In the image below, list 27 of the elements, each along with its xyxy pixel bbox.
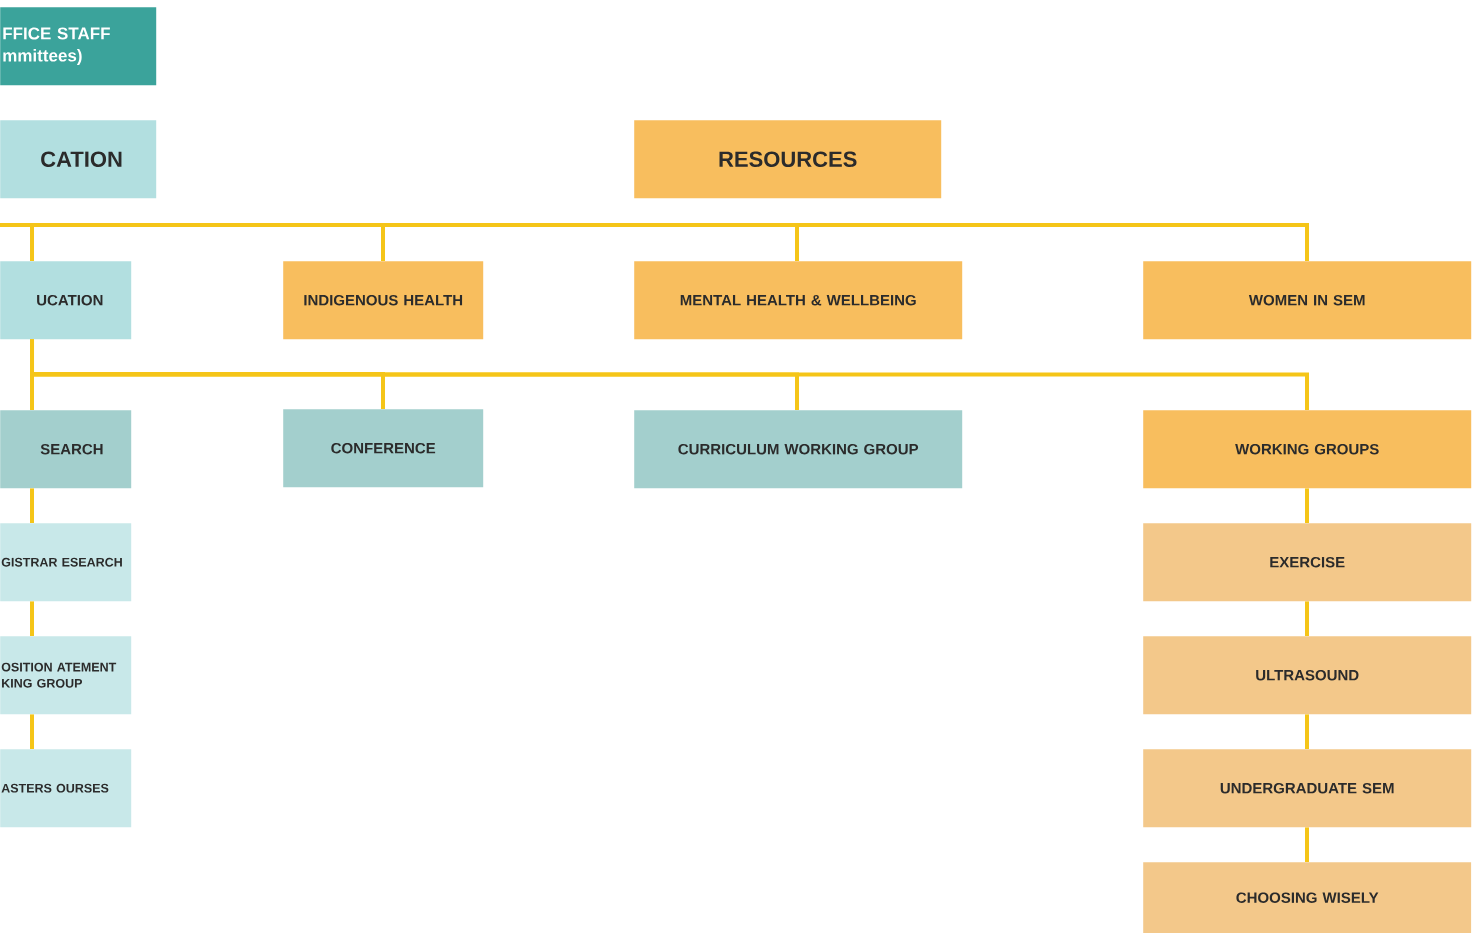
connector-line <box>1305 714 1309 749</box>
connector-line <box>1305 601 1309 636</box>
org-box: WOMEN IN SEM <box>1143 261 1472 340</box>
org-box: FFICE STAFF mmittees) <box>0 7 157 86</box>
org-box: WORKING GROUPS <box>1143 410 1472 489</box>
org-box: GISTRAR ESEARCH <box>0 523 132 602</box>
org-box: INDIGENOUS HEALTH <box>283 261 484 340</box>
org-box: UCATION <box>0 261 132 340</box>
connector-line <box>30 714 34 749</box>
org-box: CHOOSING WISELY <box>1143 862 1472 933</box>
org-box: ULTRASOUND <box>1143 636 1472 715</box>
org-box: CURRICULUM WORKING GROUP <box>634 410 963 489</box>
org-box: EXERCISE <box>1143 523 1472 602</box>
connector-line <box>30 601 34 636</box>
connector-line <box>0 223 1309 261</box>
connector-line <box>30 339 1309 410</box>
connector-line <box>30 488 34 523</box>
org-box: CONFERENCE <box>283 409 484 488</box>
org-box: MENTAL HEALTH & WELLBEING <box>634 261 963 340</box>
org-box: SEARCH <box>0 410 132 489</box>
org-box: ASTERS OURSES <box>0 749 132 828</box>
org-box: OSITION ATEMENT KING GROUP <box>0 636 132 715</box>
org-box: RESOURCES <box>634 120 942 199</box>
org-box: UNDERGRADUATE SEM <box>1143 749 1472 828</box>
connector-line <box>1305 488 1309 523</box>
connector-line <box>1305 827 1309 862</box>
org-box: CATION <box>0 120 157 199</box>
